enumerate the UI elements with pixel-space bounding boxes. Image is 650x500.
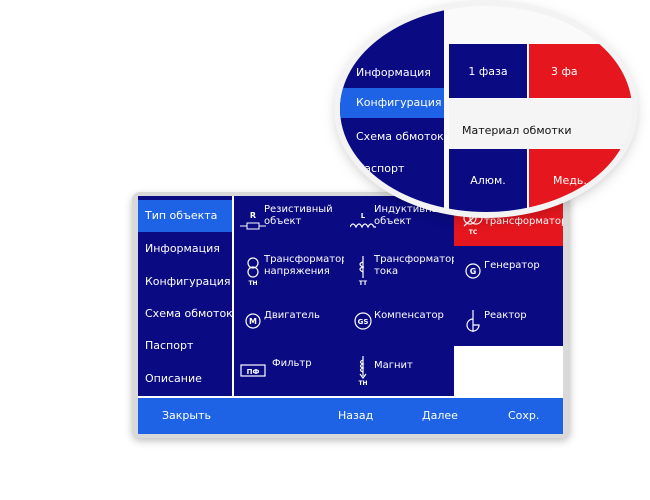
tile-voltage-transformer-line-2: напряжения	[264, 266, 330, 277]
tile-power-transformer-line-2: трансформатор	[484, 216, 563, 227]
motor-icon: M	[245, 313, 261, 329]
resistor-icon-letter: R	[250, 211, 256, 220]
winding-label-row	[449, 99, 632, 149]
tile-reactor-label: Реактор	[484, 310, 527, 322]
tile-magnet-label: Магнит	[374, 360, 413, 372]
power-transformer-icon-letters: TC	[469, 229, 478, 236]
tile-magnet-line-1: Магнит	[374, 360, 413, 371]
next-button[interactable]: Далее	[422, 409, 458, 422]
power-transformer-icon: TC	[463, 209, 483, 236]
close-button[interactable]: Закрыть	[162, 409, 211, 422]
filter-icon-letters: ПФ	[247, 368, 260, 376]
voltage-transformer-icon-letters: TH	[248, 280, 257, 286]
tile-resistive-label: Резистивный объект	[264, 204, 333, 228]
tile-compensator[interactable]: GS Компенсатор	[344, 296, 454, 346]
tile-resistive[interactable]: R Резистивный объект	[234, 196, 344, 246]
magnet-icon: TH	[358, 356, 368, 386]
tile-generator[interactable]: G Генератор	[454, 246, 563, 296]
motor-icon-letter: M	[249, 317, 257, 326]
tile-reactor[interactable]: Реактор	[454, 296, 563, 346]
tile-voltage-transformer[interactable]: TH Трансформатор напряжения	[234, 246, 348, 296]
phase-1-button[interactable]: 1 фаза	[449, 44, 527, 98]
tile-voltage-transformer-label: Трансформатор напряжения	[264, 254, 348, 278]
save-button[interactable]: Сохр.	[508, 409, 540, 422]
generator-icon: G	[465, 263, 481, 279]
magnifier-sidebar-item-winding-scheme[interactable]: Схема обмоток	[356, 130, 444, 143]
tile-current-transformer-label: Трансформатор тока	[374, 254, 458, 278]
voltage-transformer-icon: TH	[247, 257, 259, 286]
inductor-icon-letter: L	[361, 212, 366, 220]
tile-current-transformer-line-1: Трансформатор	[374, 254, 458, 265]
object-type-grid: R Резистивный объект L Индуктивный объек…	[234, 196, 563, 396]
current-transformer-icon: TT	[359, 256, 368, 286]
current-transformer-icon-letters: TT	[359, 280, 368, 286]
reactor-icon	[466, 310, 480, 332]
sidebar-item-winding-scheme[interactable]: Схема обмоток	[145, 307, 233, 320]
sidebar-item-description[interactable]: Описание	[145, 372, 202, 385]
inductor-icon: L	[350, 212, 376, 229]
tile-filter-label: Фильтр	[272, 358, 312, 370]
bottom-bar: Закрыть Назад Далее Сохр.	[138, 398, 563, 434]
magnifier-sidebar-item-config[interactable]: Конфигурация	[340, 88, 444, 118]
tile-reactor-line-1: Реактор	[484, 310, 527, 321]
tile-filter-line-1: Фильтр	[272, 358, 312, 369]
filter-icon: ПФ	[240, 364, 266, 377]
back-button[interactable]: Назад	[338, 409, 374, 422]
tile-motor[interactable]: M Двигатель	[234, 296, 344, 346]
magnifier-sidebar-item-info[interactable]: Информация	[356, 66, 431, 79]
magnifier-sidebar-item-passport[interactable]: Паспорт	[356, 162, 405, 175]
tile-magnet[interactable]: TH Магнит	[344, 346, 454, 396]
winding-material-label: Материал обмотки	[462, 124, 572, 137]
tile-motor-line-1: Двигатель	[264, 310, 320, 321]
tile-compensator-label: Компенсатор	[374, 310, 444, 322]
tile-inductive-line-2: объект	[374, 216, 412, 227]
sidebar-item-passport[interactable]: Паспорт	[145, 339, 194, 352]
tile-current-transformer-line-2: тока	[374, 266, 399, 277]
tile-current-transformer[interactable]: TT Трансформатор тока	[344, 246, 458, 296]
magnifier-sidebar: Информация Конфигурация Схема обмоток Па…	[340, 6, 444, 212]
tile-resistive-line-1: Резистивный	[264, 204, 333, 215]
sidebar-item-config[interactable]: Конфигурация	[145, 275, 231, 288]
magnet-icon-letters: TH	[358, 380, 367, 386]
tile-generator-label: Генератор	[484, 260, 540, 272]
sidebar-item-info[interactable]: Информация	[145, 242, 220, 255]
aluminum-button[interactable]: Алюм.	[449, 149, 527, 212]
tile-voltage-transformer-line-1: Трансформатор	[264, 254, 348, 265]
sidebar-divider	[232, 196, 234, 396]
sidebar: Тип объекта Информация Конфигурация Схем…	[138, 196, 233, 396]
tile-empty	[454, 346, 563, 396]
tile-compensator-line-1: Компенсатор	[374, 310, 444, 321]
tile-filter[interactable]: ПФ Фильтр	[234, 346, 344, 396]
tile-motor-label: Двигатель	[264, 310, 320, 322]
tile-resistive-line-2: объект	[264, 216, 302, 227]
resistor-icon: R	[240, 211, 266, 230]
sidebar-item-object-type[interactable]: Тип объекта	[138, 200, 232, 232]
generator-icon-letter: G	[470, 267, 477, 276]
copper-button[interactable]: Медь.	[529, 149, 632, 212]
magnifier-callout: Информация Конфигурация Схема обмоток Па…	[340, 6, 632, 212]
tile-generator-line-1: Генератор	[484, 260, 540, 271]
compensator-icon-letters: GS	[358, 318, 369, 326]
compensator-icon: GS	[354, 312, 372, 330]
phase-3-button[interactable]: 3 фа	[529, 44, 632, 98]
device-screen: Тип объекта Информация Конфигурация Схем…	[138, 196, 563, 434]
